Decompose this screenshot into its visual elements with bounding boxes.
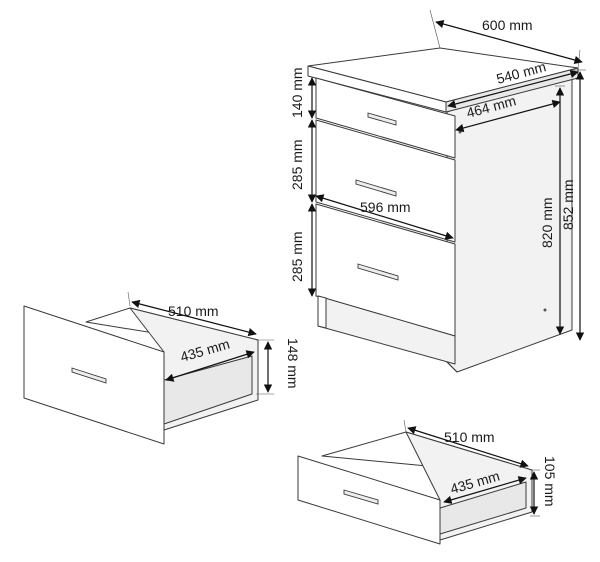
dim-small-drawer-height: 105 mm	[542, 456, 558, 507]
dim-front-width: 596 mm	[360, 199, 411, 215]
drawer-1-handle-icon	[367, 112, 397, 126]
drawer-large	[23, 305, 259, 445]
drawer-small	[297, 431, 533, 545]
cabinet	[307, 47, 579, 373]
dim-large-drawer-depth: 510 mm	[168, 303, 219, 319]
dim-body-height: 820 mm	[539, 197, 555, 248]
drawer-3-handle-icon	[357, 263, 399, 281]
drawer-small-dimensions	[403, 419, 540, 517]
screw-icon	[458, 130, 462, 134]
dim-total-height: 852 mm	[560, 179, 576, 230]
cabinet-dimensions	[307, 9, 586, 341]
dim-drawer3-height: 285 mm	[289, 231, 305, 282]
drawer-small-handle-icon	[343, 489, 379, 505]
cabinet-leg	[317, 295, 327, 329]
dim-small-drawer-depth: 510 mm	[444, 429, 495, 445]
dim-large-drawer-height: 148 mm	[285, 338, 301, 389]
screw-icon	[543, 308, 547, 312]
dim-drawer1-height: 140 mm	[289, 67, 305, 118]
drawer-large-dimensions	[127, 291, 274, 395]
drawer-large-handle-icon	[71, 367, 107, 384]
dim-cabinet-width: 600 mm	[482, 17, 533, 33]
dim-drawer2-height: 285 mm	[289, 139, 305, 190]
